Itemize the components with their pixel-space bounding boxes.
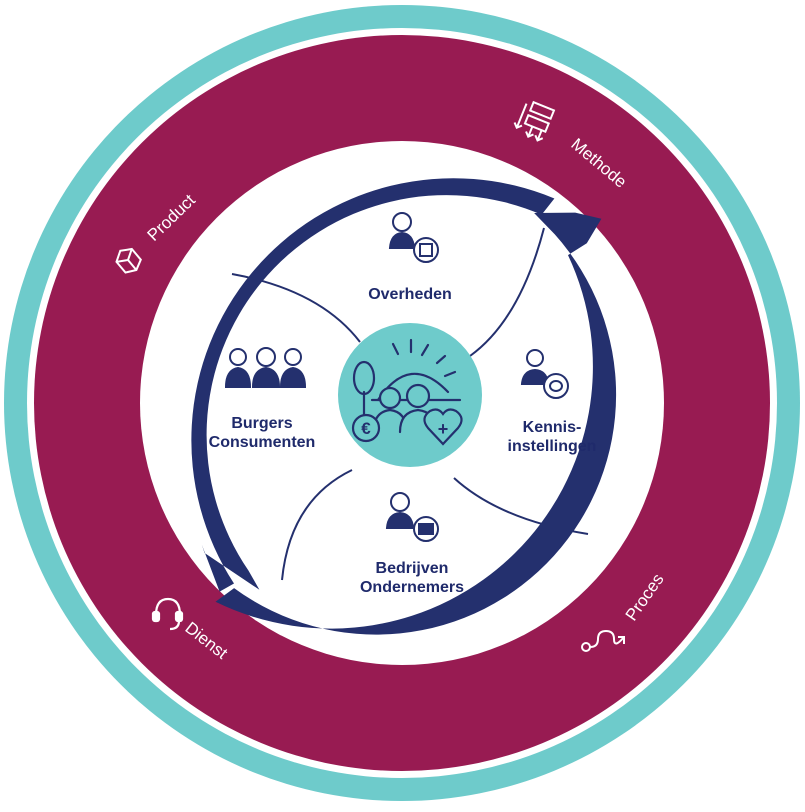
plus-symbol: + <box>438 419 449 439</box>
person-with-building-icon <box>388 212 439 263</box>
box-icon <box>115 247 142 274</box>
euro-symbol: € <box>361 419 371 438</box>
cycle-arrow-left <box>191 178 555 592</box>
divider-bottom-left <box>281 469 353 581</box>
quadrant-label-kennis-line1: Kennis- <box>523 419 582 436</box>
group-of-people-icon <box>224 347 307 388</box>
cycle-arrows <box>191 178 617 635</box>
person-with-briefcase-icon <box>385 492 439 542</box>
people-with-euro-and-health-icon <box>351 338 463 446</box>
quadrant-label-overheden: Overheden <box>368 286 452 303</box>
process-path-icon <box>581 629 625 652</box>
quadrant-label-burgers-line1: Burgers <box>231 415 292 432</box>
quadrant-label-bedrijven-line1: Bedrijven <box>376 560 449 577</box>
quadrant-label-kennis-line2: instellingen <box>508 438 597 455</box>
headset-icon <box>151 597 184 631</box>
divider-top-right <box>469 227 545 357</box>
quadrant-label-burgers-line2: Consumenten <box>209 434 316 451</box>
quadrant-label-bedrijven-line2: Ondernemers <box>360 579 464 596</box>
person-with-brain-icon <box>520 349 569 399</box>
flowchart-icon <box>513 100 556 142</box>
